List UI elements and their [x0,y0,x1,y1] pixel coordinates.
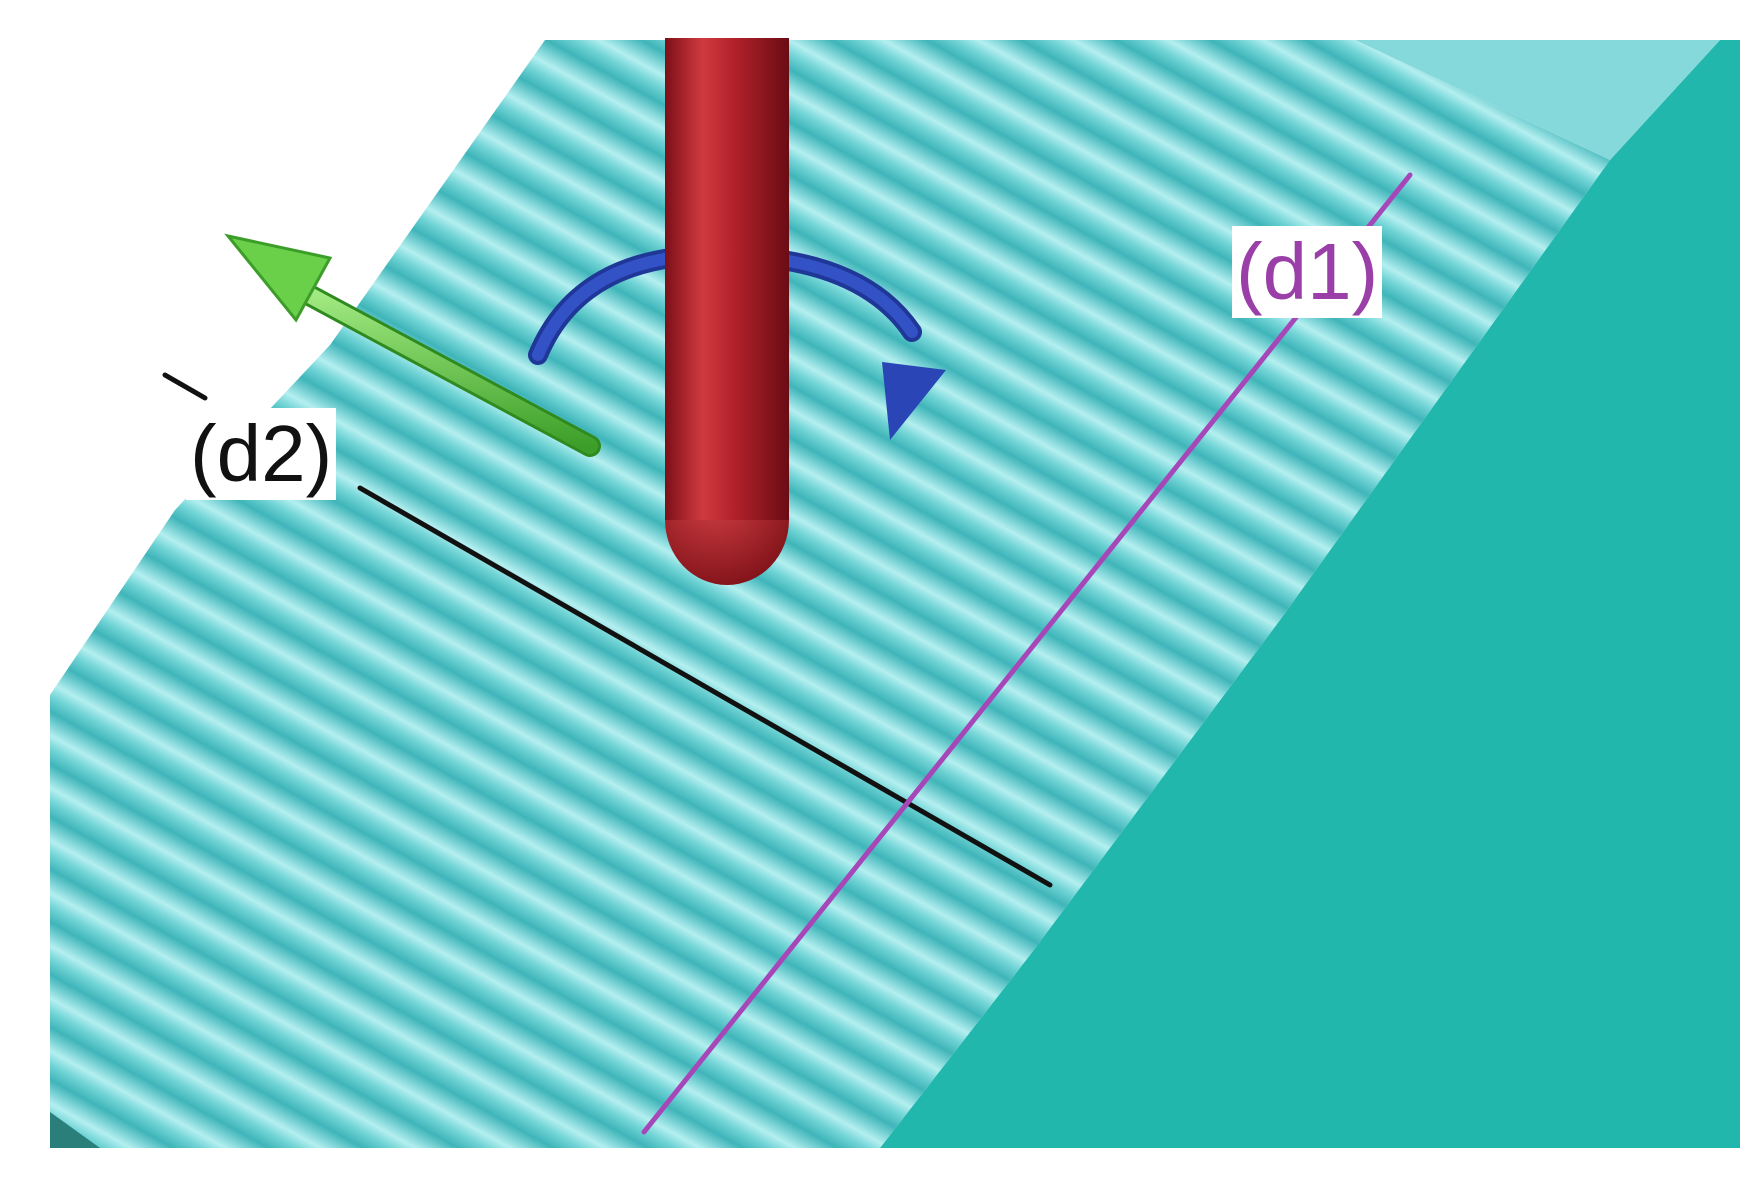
measure-line-d1 [641,172,1413,1135]
workpiece-corner-shadow [50,1112,100,1148]
measure-line-d2 [162,372,1053,888]
workpiece-side-face [880,40,1740,1148]
cylindrical-tool-icon [665,38,789,585]
workpiece-ribbed-top [50,40,1610,1148]
label-d2: (d2) [186,408,337,500]
workpiece [50,40,1740,1148]
feed-direction-arrow-icon [224,233,601,457]
workpiece-end-face [1355,40,1720,160]
label-d1: (d1) [1232,226,1383,318]
top-margin [0,0,1757,38]
